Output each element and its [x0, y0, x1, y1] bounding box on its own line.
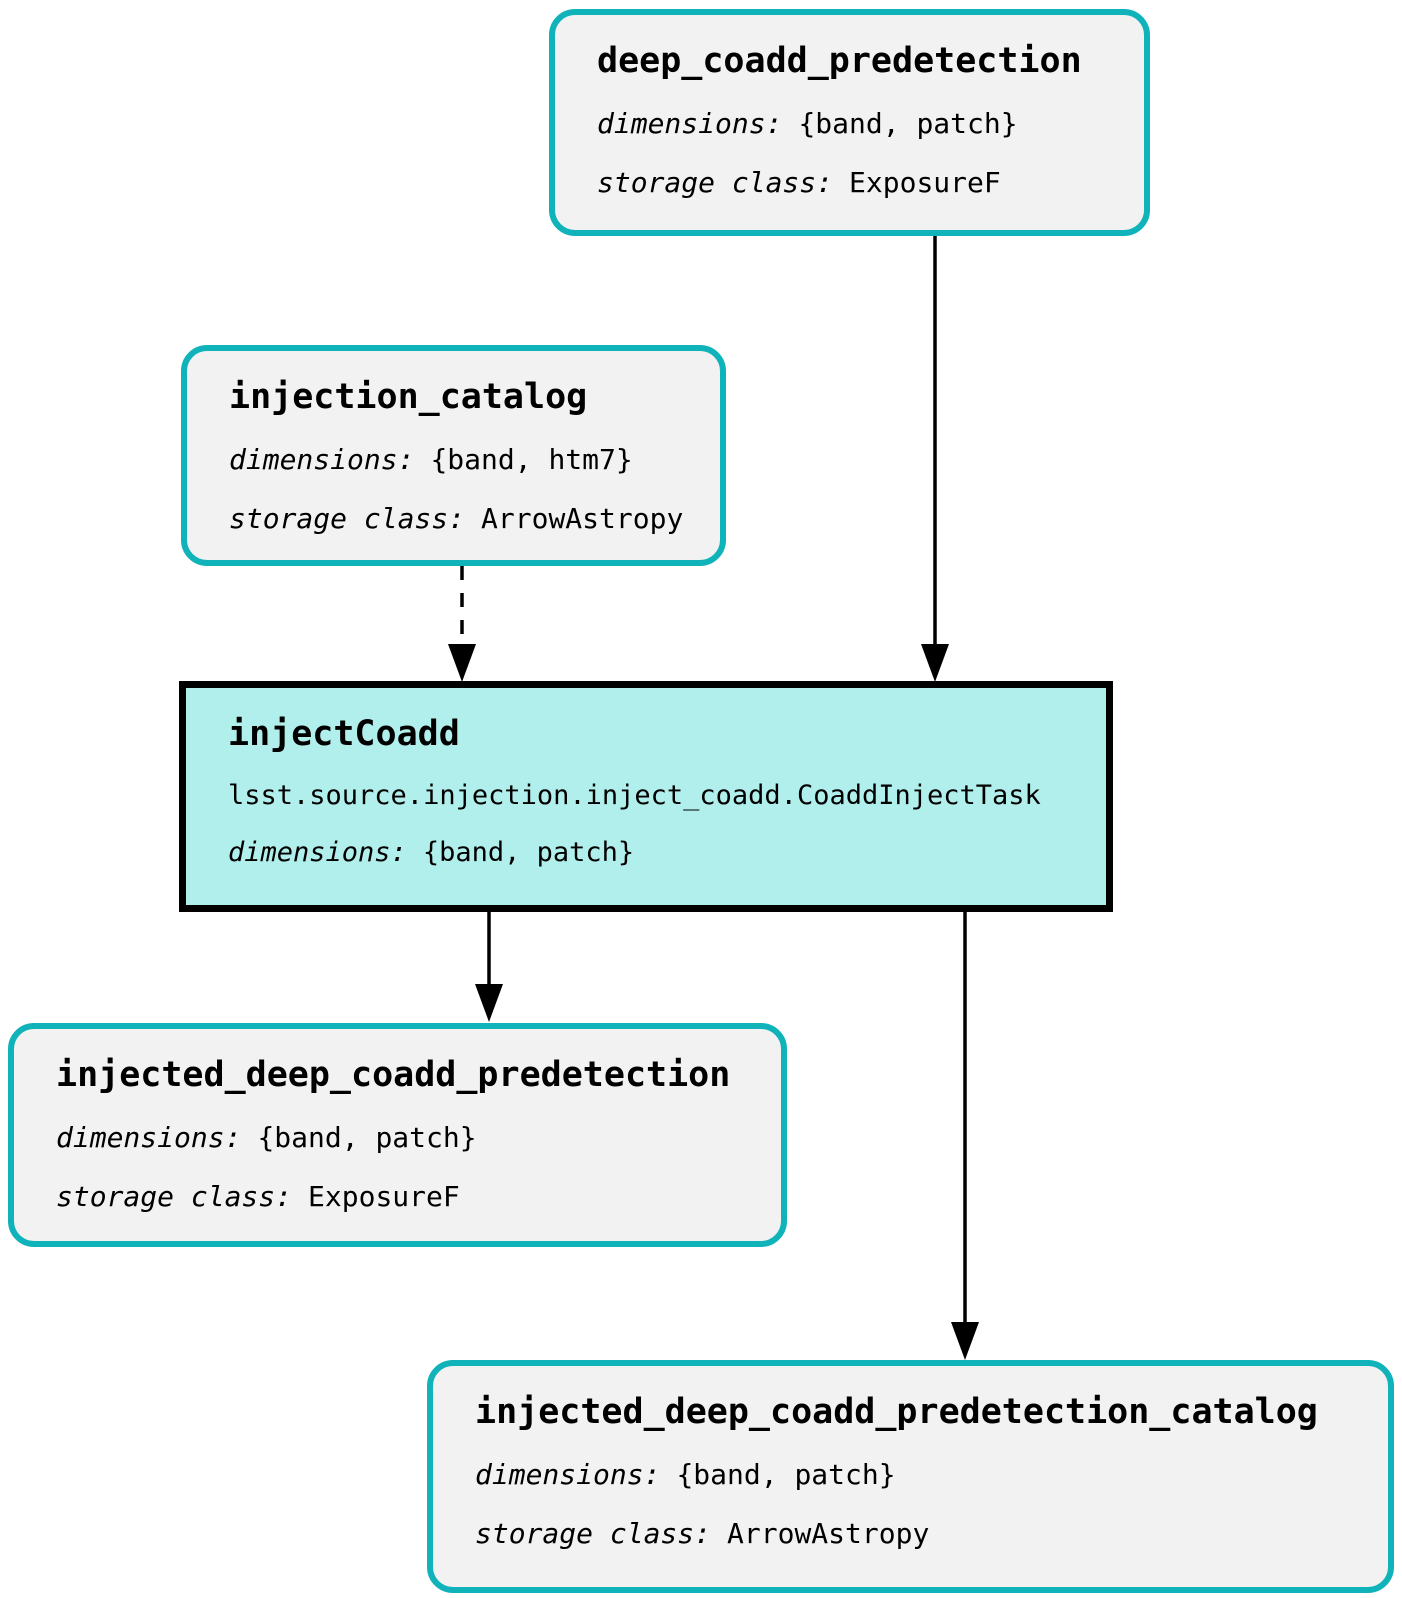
storage-class-value: ArrowAstropy — [727, 1516, 930, 1550]
dimensions-value: {band, patch} — [257, 1121, 477, 1154]
storage-class-line: storage class: ExposureF — [597, 166, 1102, 200]
node-injectcoadd-task: injectCoadd lsst.source.injection.inject… — [179, 681, 1113, 912]
storage-class-value: ArrowAstropy — [481, 501, 684, 535]
storage-class-value: ExposureF — [308, 1179, 460, 1213]
node-injected-deep-coadd-predetection: injected_deep_coadd_predetection dimensi… — [8, 1023, 787, 1247]
dimensions-value: {band, patch} — [676, 1458, 896, 1491]
node-title: injection_catalog — [229, 377, 588, 417]
dimensions-label: dimensions: — [56, 1121, 242, 1154]
dimensions-line: dimensions: {band, patch} — [597, 107, 1102, 141]
storage-class-line: storage class: ArrowAstropy — [229, 501, 683, 536]
dimensions-label: dimensions: — [475, 1458, 661, 1491]
dimensions-line: dimensions: {band, htm7} — [229, 443, 678, 477]
node-deep-coadd-predetection: deep_coadd_predetection dimensions: {band… — [549, 9, 1150, 236]
storage-class-value: ExposureF — [849, 165, 1001, 199]
storage-class-line: storage class: ExposureF — [56, 1180, 739, 1214]
node-injected-deep-coadd-predetection-catalog: injected_deep_coadd_predetection_catalog… — [427, 1360, 1394, 1593]
edge-injectcoadd-to-injected-deep-coadd-predetection — [475, 912, 503, 1022]
dimensions-label: dimensions: — [229, 443, 415, 476]
dimensions-label: dimensions: — [597, 107, 783, 140]
dimensions-value: {band, patch} — [798, 107, 1018, 140]
node-title: injected_deep_coadd_predetection_catalog — [475, 1392, 1318, 1432]
edge-injection-catalog-to-injectcoadd — [448, 566, 476, 682]
dimensions-line: dimensions: {band, patch} — [56, 1121, 739, 1155]
task-class-line: lsst.source.injection.inject_coadd.Coadd… — [228, 780, 1064, 812]
storage-class-line: storage class: ArrowAstropy — [475, 1517, 1346, 1551]
storage-class-label: storage class: — [475, 1516, 712, 1550]
dimensions-value: {band, patch} — [422, 837, 635, 869]
node-title: injectCoadd — [228, 714, 460, 754]
edge-deep-coadd-predetection-to-injectcoadd — [921, 236, 949, 682]
node-title: injected_deep_coadd_predetection — [56, 1055, 731, 1095]
dimensions-line: dimensions: {band, patch} — [228, 837, 1064, 869]
dimensions-line: dimensions: {band, patch} — [475, 1458, 1346, 1492]
node-title: deep_coadd_predetection — [597, 41, 1082, 81]
edge-injectcoadd-to-injected-deep-coadd-predetection-catalog — [951, 912, 979, 1360]
storage-class-label: storage class: — [597, 165, 834, 199]
task-class: lsst.source.injection.inject_coadd.Coadd… — [228, 780, 1041, 811]
node-injection-catalog: injection_catalog dimensions: {band, htm7… — [181, 345, 726, 566]
storage-class-label: storage class: — [229, 501, 466, 535]
storage-class-label: storage class: — [56, 1179, 293, 1213]
dimensions-value: {band, htm7} — [430, 443, 633, 476]
dimensions-label: dimensions: — [228, 837, 407, 869]
